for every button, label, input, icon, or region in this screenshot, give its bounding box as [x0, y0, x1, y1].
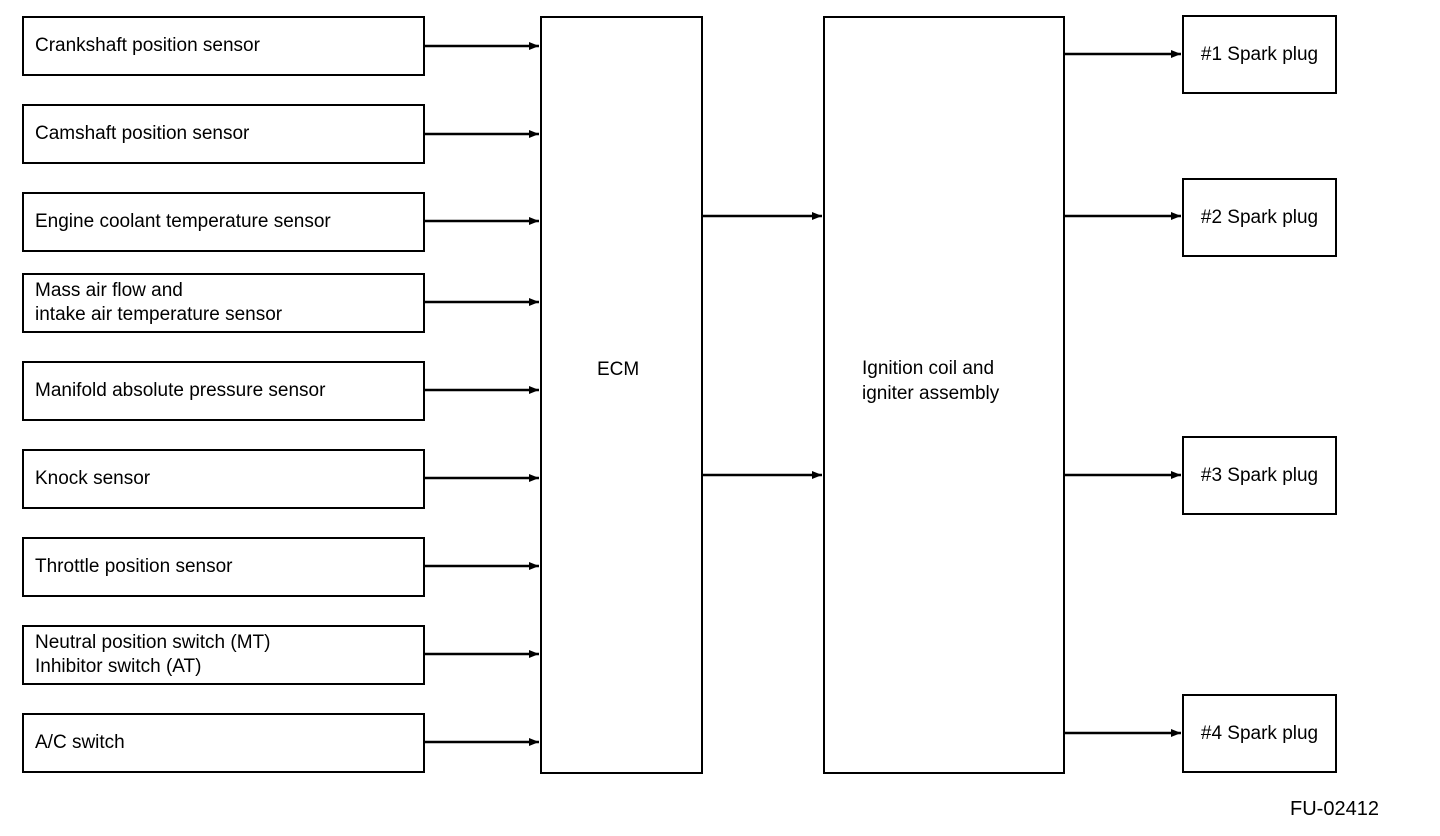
spark-plug-4-box: #4 Spark plug	[1182, 694, 1337, 773]
map-sensor-box: Manifold absolute pressure sensor	[22, 361, 425, 421]
crankshaft-sensor-box: Crankshaft position sensor	[22, 16, 425, 76]
figure-code: FU-02412	[1290, 798, 1379, 820]
ecm-box: ECM	[540, 16, 703, 774]
coolant-sensor-box: Engine coolant temperature sensor	[22, 192, 425, 252]
ignition-coil-label: Ignition coil and igniter assembly	[862, 358, 1000, 404]
neutral-switch-box: Neutral position switch (MT) Inhibitor s…	[22, 625, 425, 685]
throttle-sensor-box: Throttle position sensor	[22, 537, 425, 597]
spark-plug-1-box: #1 Spark plug	[1182, 15, 1337, 94]
spark-plug-2-label: #2 Spark plug	[1200, 206, 1319, 228]
coolant-sensor-label: Engine coolant temperature sensor	[35, 211, 331, 232]
map-sensor-label: Manifold absolute pressure sensor	[35, 380, 326, 401]
crankshaft-sensor-label: Crankshaft position sensor	[35, 35, 260, 56]
ignition-coil-box: Ignition coil and igniter assembly	[823, 16, 1065, 774]
neutral-switch-label: Neutral position switch (MT) Inhibitor s…	[35, 632, 271, 677]
spark-plug-2-box: #2 Spark plug	[1182, 178, 1337, 257]
spark-plug-3-box: #3 Spark plug	[1182, 436, 1337, 515]
throttle-sensor-label: Throttle position sensor	[35, 556, 233, 577]
spark-plug-4-label: #4 Spark plug	[1200, 722, 1319, 744]
maf-sensor-label: Mass air flow and intake air temperature…	[35, 280, 283, 325]
ac-switch-box: A/C switch	[22, 713, 425, 773]
maf-sensor-box: Mass air flow and intake air temperature…	[22, 273, 425, 333]
knock-sensor-box: Knock sensor	[22, 449, 425, 509]
camshaft-sensor-box: Camshaft position sensor	[22, 104, 425, 164]
spark-plug-3-label: #3 Spark plug	[1200, 464, 1319, 486]
ecm-label: ECM	[597, 359, 640, 380]
knock-sensor-label: Knock sensor	[35, 468, 151, 489]
spark-plug-1-label: #1 Spark plug	[1200, 43, 1319, 65]
camshaft-sensor-label: Camshaft position sensor	[35, 123, 250, 144]
ac-switch-label: A/C switch	[35, 732, 125, 753]
